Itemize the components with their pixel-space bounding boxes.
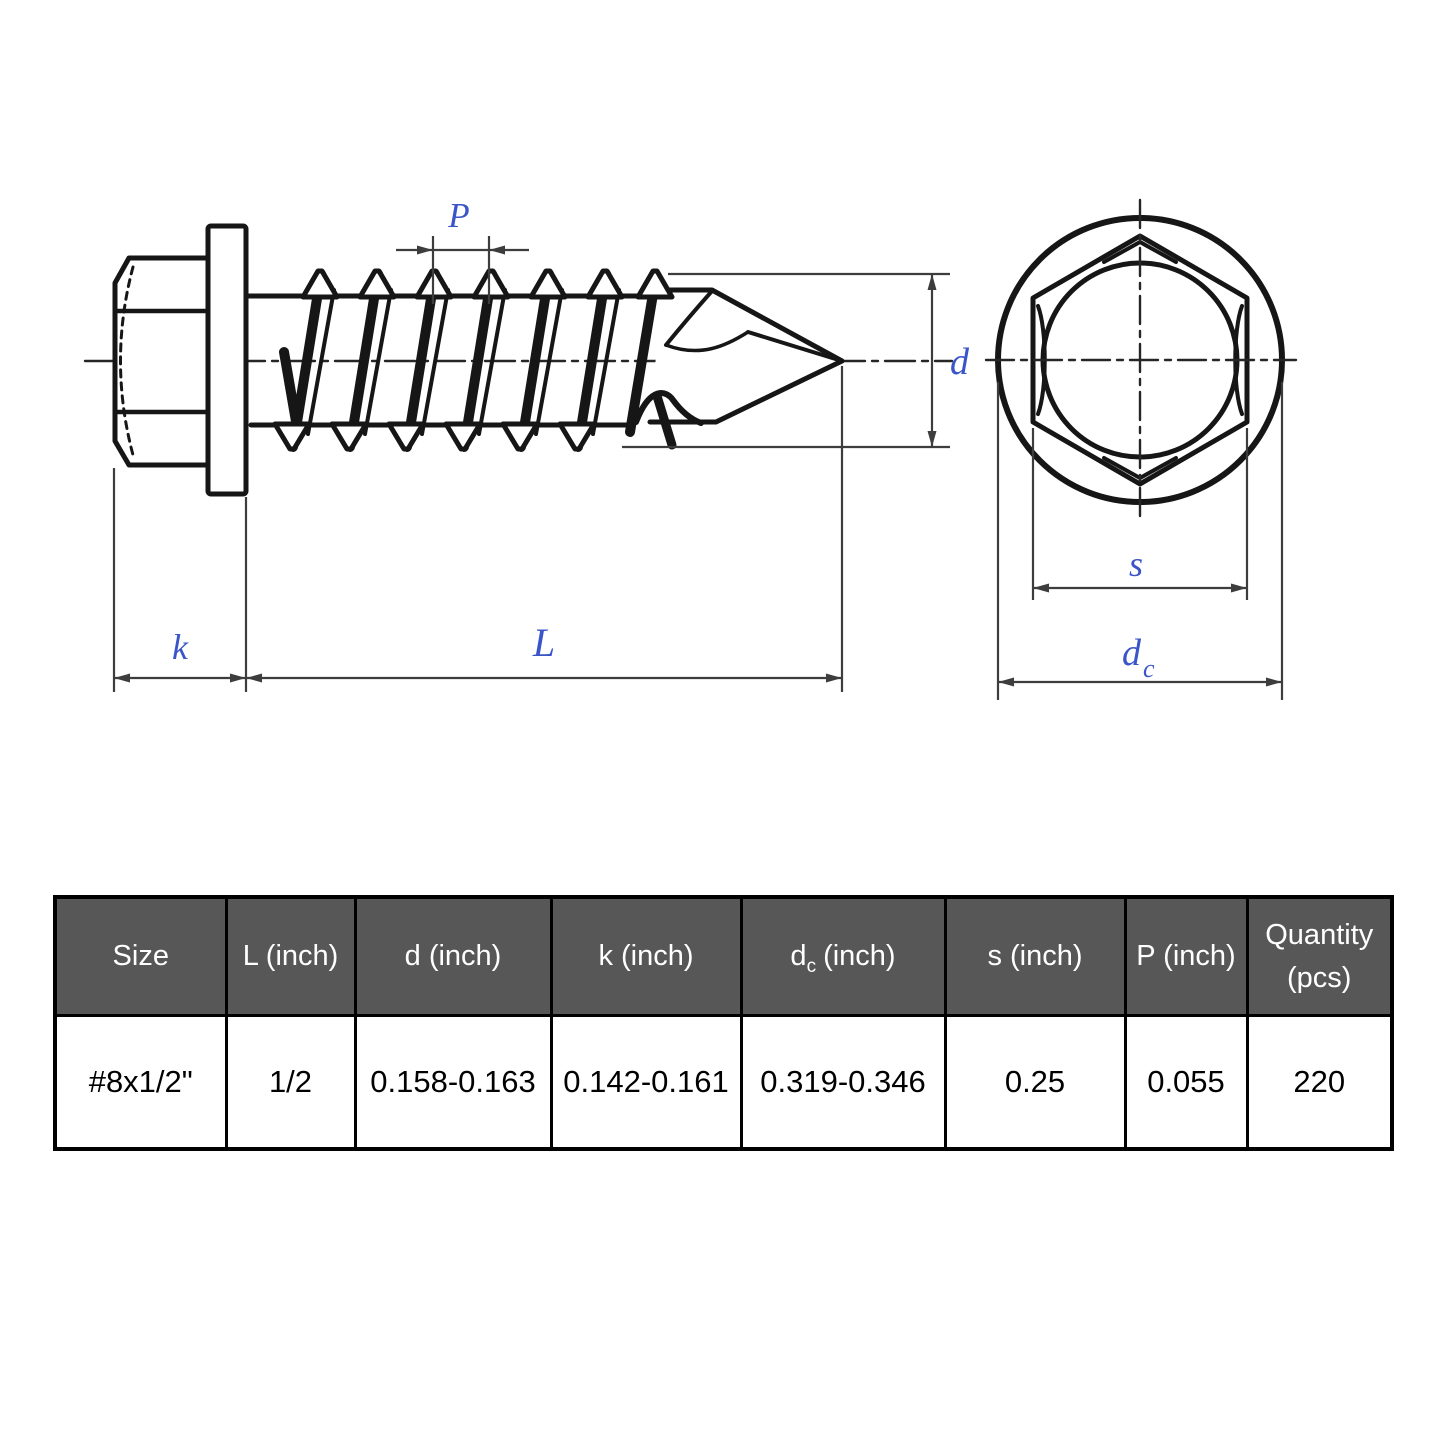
- dim-label-pitch: P: [447, 196, 469, 235]
- screw-side-view: [83, 223, 954, 497]
- hexagon: [1030, 233, 1250, 487]
- screw-end-view: [984, 198, 1298, 520]
- dim-label-head-height: k: [172, 627, 189, 667]
- cell-length: 1/2: [224, 1014, 357, 1151]
- dim-label-diameter: d: [950, 341, 970, 383]
- col-header-quantity: Quantity (pcs): [1245, 895, 1394, 1017]
- flange-header-sub: c: [806, 956, 817, 978]
- technical-drawing: P d k L s dc: [83, 196, 1298, 700]
- dim-label-flange-main: d: [1122, 632, 1142, 674]
- col-header-pitch: P (inch): [1123, 895, 1249, 1017]
- cell-flange-diameter: 0.319-0.346: [739, 1014, 947, 1151]
- dimension-arrows: [114, 245, 1282, 687]
- cell-quantity: 220: [1245, 1014, 1394, 1151]
- col-header-flange-diameter: dc (inch): [739, 895, 947, 1017]
- flange-header-main: d: [790, 940, 807, 973]
- hex-head-side: [112, 255, 211, 468]
- cell-pitch: 0.055: [1123, 1014, 1249, 1151]
- cell-diameter: 0.158-0.163: [353, 1014, 553, 1151]
- thread-flank-highlights: [306, 288, 621, 436]
- header-row: Size L (inch) d (inch) k (inch) dc (inch)…: [53, 895, 1394, 1017]
- flange-header-unit: (inch): [823, 940, 896, 973]
- col-header-length: L (inch): [224, 895, 357, 1017]
- thread-start: [279, 347, 303, 438]
- col-header-head-height: k (inch): [549, 895, 743, 1017]
- thread-crests-bottom: [272, 421, 597, 452]
- cell-across-flats: 0.25: [943, 1014, 1127, 1151]
- dim-label-flange-sub: c: [1143, 654, 1155, 683]
- cell-size: #8x1/2": [53, 1014, 228, 1151]
- thread-crests-top: [300, 268, 675, 300]
- cell-head-height: 0.142-0.161: [549, 1014, 743, 1151]
- spec-table: Size L (inch) d (inch) k (inch) dc (inch)…: [53, 895, 1394, 1151]
- drill-point-flute: [633, 289, 844, 450]
- col-header-across-flats: s (inch): [943, 895, 1127, 1017]
- dim-label-length: L: [532, 620, 555, 665]
- col-header-diameter: d (inch): [353, 895, 553, 1017]
- dim-label-flange-diameter: dc: [1122, 632, 1155, 683]
- table-row: #8x1/2" 1/2 0.158-0.163 0.142-0.161 0.31…: [53, 1014, 1394, 1151]
- quantity-header-line2: (pcs): [1287, 961, 1352, 994]
- flange-washer: [205, 223, 249, 497]
- dim-label-across-flats: s: [1129, 544, 1143, 584]
- quantity-header-line1: Quantity: [1265, 919, 1374, 952]
- col-header-size: Size: [53, 895, 228, 1017]
- drill-point: [647, 287, 845, 425]
